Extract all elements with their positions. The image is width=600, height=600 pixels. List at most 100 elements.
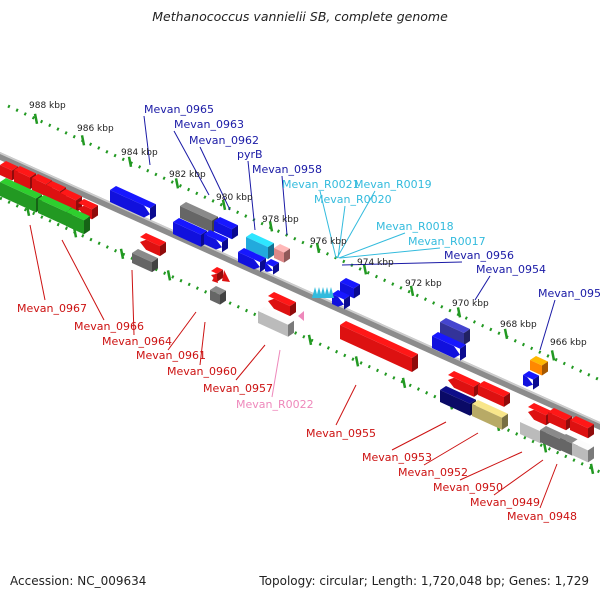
gene-feature: [210, 286, 226, 305]
tick-mark: [401, 377, 407, 389]
gene-label[interactable]: pyrB: [237, 148, 263, 161]
tick-mark: [174, 178, 180, 189]
gene-feature: [340, 278, 360, 299]
leader-line: [474, 275, 491, 301]
gene-feature: [274, 244, 290, 263]
gene-features: [0, 161, 594, 463]
tick-mark: [127, 156, 133, 168]
gene-label[interactable]: Mevan_0967: [17, 302, 87, 315]
kbp-tick-marks: [25, 113, 595, 475]
leader-line: [143, 115, 151, 166]
gene-label[interactable]: Mevan_R0017: [408, 235, 486, 248]
tick-mark: [80, 135, 86, 146]
gene-feature: [265, 259, 279, 275]
gene-feature: [472, 400, 508, 430]
page-title: Methanococcus vannielii SB, complete gen…: [152, 9, 448, 24]
leader-line: [336, 190, 376, 259]
gene-label[interactable]: Mevan_0949: [470, 496, 540, 509]
lower-tick-track: [0, 196, 600, 474]
gene-label[interactable]: Mevan_0950: [433, 481, 503, 494]
trna-feature: [320, 287, 326, 298]
gene-label[interactable]: Mevan_0948: [507, 510, 577, 523]
kbp-label: 982 kbp: [169, 170, 206, 180]
gene-label[interactable]: Mevan_0963: [174, 118, 244, 131]
trna-feature: [312, 287, 318, 298]
leader-line: [173, 130, 210, 196]
kbp-label: 968 kbp: [500, 320, 537, 330]
gene-feature: [204, 230, 228, 253]
tick-mark: [315, 242, 321, 254]
leader-line: [281, 175, 288, 236]
gene-label[interactable]: Mevan_0951: [538, 287, 600, 300]
small-feature: [212, 273, 218, 283]
tick-mark: [550, 350, 556, 361]
leader-line: [493, 459, 544, 496]
trna-feature: [316, 287, 322, 298]
leader-line: [29, 224, 46, 301]
kbp-label: 980 kbp: [216, 193, 253, 203]
gene-label[interactable]: Mevan_0954: [476, 263, 546, 276]
leader-line: [337, 205, 346, 259]
gene-label[interactable]: Mevan_0956: [444, 249, 514, 262]
accession-text: Accession: NC_009634: [10, 574, 147, 588]
leader-line: [271, 349, 281, 398]
gene-label[interactable]: Mevan_0955: [306, 427, 376, 440]
tick-mark: [268, 221, 274, 232]
gene-feature: [238, 248, 266, 273]
gene-label[interactable]: Mevan_0953: [362, 451, 432, 464]
gene-label[interactable]: Mevan_0964: [102, 335, 172, 348]
leader-line: [335, 384, 357, 426]
leader-line: [199, 321, 206, 366]
leader-line: [167, 311, 197, 351]
tick-mark: [589, 463, 595, 475]
gene-label[interactable]: Mevan_0960: [167, 365, 237, 378]
kbp-label: 984 kbp: [121, 148, 158, 158]
leader-line: [199, 146, 231, 211]
kbp-label: 974 kbp: [357, 258, 394, 268]
tick-mark: [503, 328, 509, 340]
trna-feature: [324, 287, 330, 298]
gene-label[interactable]: Mevan_0965: [144, 103, 214, 116]
trna-feature: [328, 287, 334, 298]
gene-feature: [530, 356, 548, 376]
genome-summary-text: Topology: circular; Length: 1,720,048 bp…: [259, 574, 589, 588]
gene-label[interactable]: Mevan_0961: [136, 349, 206, 362]
gene-feature: [523, 371, 539, 390]
tick-mark: [354, 356, 360, 367]
leader-line: [247, 160, 256, 231]
kbp-label: 976 kbp: [310, 237, 347, 247]
gene-feature: [140, 233, 166, 257]
leader-line: [341, 261, 463, 266]
leader-line: [391, 421, 447, 451]
leader-line: [131, 269, 135, 336]
tick-mark: [409, 285, 415, 297]
gene-label[interactable]: Mevan_R0022: [236, 398, 314, 411]
gene-feature: [572, 439, 594, 463]
gene-label[interactable]: Mevan_0957: [203, 382, 273, 395]
gene-label[interactable]: Mevan_R0019: [354, 178, 432, 191]
gene-feature: [570, 416, 594, 439]
gene-feature: [60, 189, 82, 213]
gene-label[interactable]: Mevan_0962: [189, 134, 259, 147]
label-leader-lines: [29, 115, 558, 509]
gene-label[interactable]: Mevan_R0021: [282, 178, 360, 191]
gene-label[interactable]: Mevan_R0020: [314, 193, 392, 206]
leader-line: [61, 239, 105, 321]
gene-feature: [258, 307, 294, 337]
genome-backbone-highlight: [0, 152, 600, 424]
tick-mark: [362, 264, 368, 275]
gene-feature: [268, 292, 296, 317]
small-feature: [222, 270, 230, 282]
gene-label[interactable]: Mevan_R0018: [376, 220, 454, 233]
gene-label[interactable]: Mevan_0966: [74, 320, 144, 333]
kbp-label: 970 kbp: [452, 299, 489, 309]
small-feature: [298, 311, 304, 321]
gene-feature: [332, 290, 350, 310]
leader-line: [235, 344, 266, 381]
gene-feature: [132, 249, 158, 273]
gene-label[interactable]: Mevan_0952: [398, 466, 468, 479]
tick-mark: [119, 248, 125, 260]
gene-label[interactable]: Mevan_0958: [252, 163, 322, 176]
kbp-label: 972 kbp: [405, 279, 442, 289]
